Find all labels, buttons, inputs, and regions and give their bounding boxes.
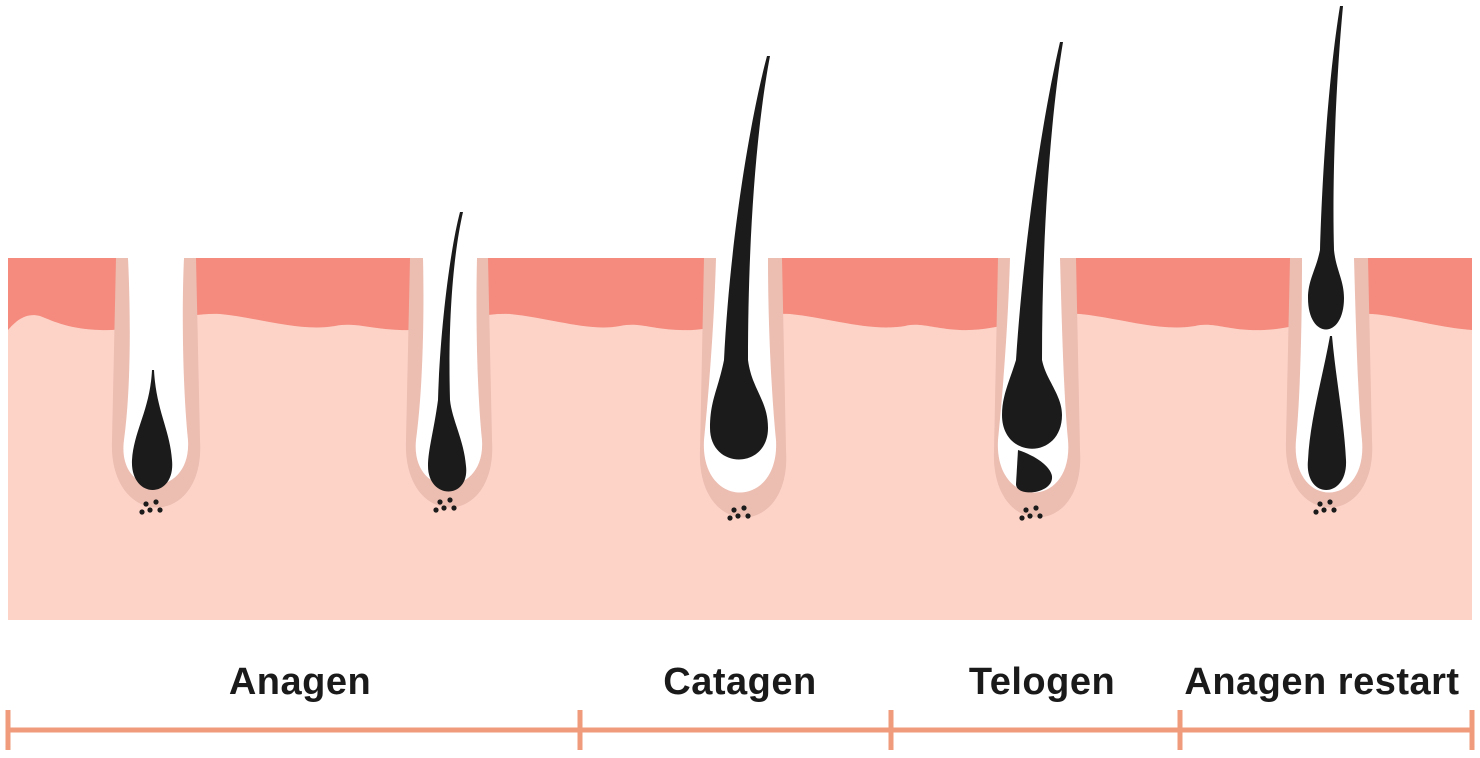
dermal-papilla-dots (1313, 499, 1337, 515)
dermal-papilla-dots (1019, 505, 1043, 521)
hair-shaft (710, 56, 770, 460)
new-hair-bulb (1016, 450, 1053, 493)
hair-shaft (428, 212, 467, 492)
phase-labels: Anagen Catagen Telogen Anagen restart (229, 661, 1459, 703)
old-hair-shaft (1308, 6, 1344, 330)
dermal-papilla-dots (727, 505, 751, 521)
dermal-papilla-dots (433, 497, 457, 513)
phase-label-catagen: Catagen (663, 661, 816, 703)
new-hair-shaft (1307, 336, 1347, 490)
hair-bulb (131, 370, 173, 490)
skin-opening-cutout (423, 252, 477, 260)
skin-opening-cutout (128, 252, 184, 260)
phase-label-anagen: Anagen (229, 661, 371, 703)
hair-follicle-anagen-growing-icon (405, 212, 493, 513)
timeline-axis (5, 710, 1475, 750)
phase-label-telogen: Telogen (969, 661, 1115, 703)
dermal-papilla-dots (139, 499, 163, 515)
hair-shaft (1002, 42, 1063, 449)
hair-follicle-catagen-icon (699, 56, 787, 521)
phase-label-anagen-restart: Anagen restart (1184, 661, 1459, 703)
hair-follicle-anagen-early-icon (111, 252, 201, 515)
hair-follicle-telogen-icon (993, 42, 1081, 521)
hair-follicle-anagen-restart-icon (1285, 6, 1373, 515)
